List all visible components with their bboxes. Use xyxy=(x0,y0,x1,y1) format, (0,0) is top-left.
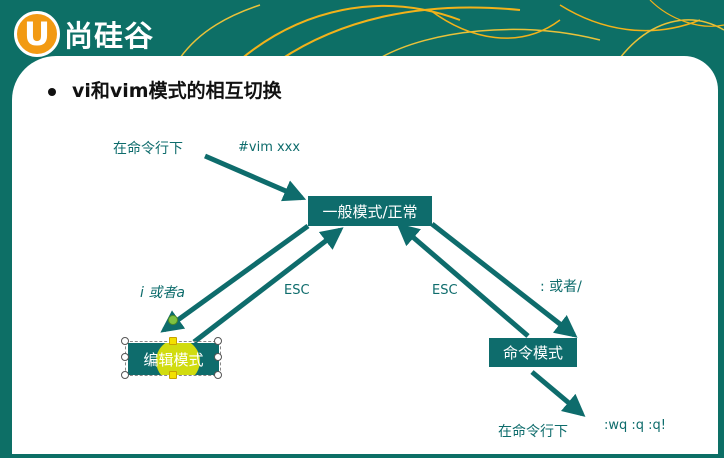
label-cmdline-top: 在命令行下 xyxy=(113,141,183,157)
arrow-normal-to-edit xyxy=(160,223,310,333)
slide-title-text: vi和vim模式的相互切换 xyxy=(72,80,282,102)
selection-highlight xyxy=(156,343,200,375)
edit-mode-node[interactable]: 编辑模式 xyxy=(128,343,219,375)
label-esc-right: ESC xyxy=(432,283,458,298)
logo-u-icon: U xyxy=(14,11,60,57)
normal-mode-node: 一般模式/正常 xyxy=(308,196,432,226)
rotate-handle[interactable] xyxy=(168,315,178,325)
resize-handle-bottom-left[interactable] xyxy=(121,371,129,379)
brand-logo: U 尚硅谷 xyxy=(14,8,154,60)
arrow-exit xyxy=(530,370,586,417)
bullet-icon xyxy=(48,87,56,96)
resize-handle-left[interactable] xyxy=(121,353,129,361)
resize-handle-top-left[interactable] xyxy=(121,337,129,345)
slide-canvas xyxy=(12,56,718,454)
resize-handle-right[interactable] xyxy=(214,353,222,361)
arrow-normal-to-command xyxy=(430,222,578,338)
arrow-command-to-normal xyxy=(396,223,530,338)
resize-handle-bottom[interactable] xyxy=(169,371,177,379)
logo-text: 尚硅谷 xyxy=(64,19,155,53)
label-cmdline-bottom: 在命令行下 xyxy=(498,424,568,440)
slide-title: vi和vim模式的相互切换 xyxy=(48,76,282,103)
label-i-or-a: i 或者a xyxy=(140,285,185,301)
resize-handle-top-right[interactable] xyxy=(214,337,222,345)
command-mode-node: 命令模式 xyxy=(489,338,577,367)
label-vim-command: #vim xxx xyxy=(238,140,301,155)
resize-handle-top[interactable] xyxy=(169,337,177,345)
resize-handle-bottom-right[interactable] xyxy=(214,371,222,379)
label-esc-left: ESC xyxy=(284,283,310,298)
label-colon-or-slash: : 或者/ xyxy=(540,279,582,295)
edit-mode-label: 编辑模式 xyxy=(143,350,204,369)
arrow-edit-to-normal xyxy=(192,227,344,344)
label-quit-commands: :wq :q :q! xyxy=(604,418,667,433)
arrow-entry xyxy=(204,153,307,202)
